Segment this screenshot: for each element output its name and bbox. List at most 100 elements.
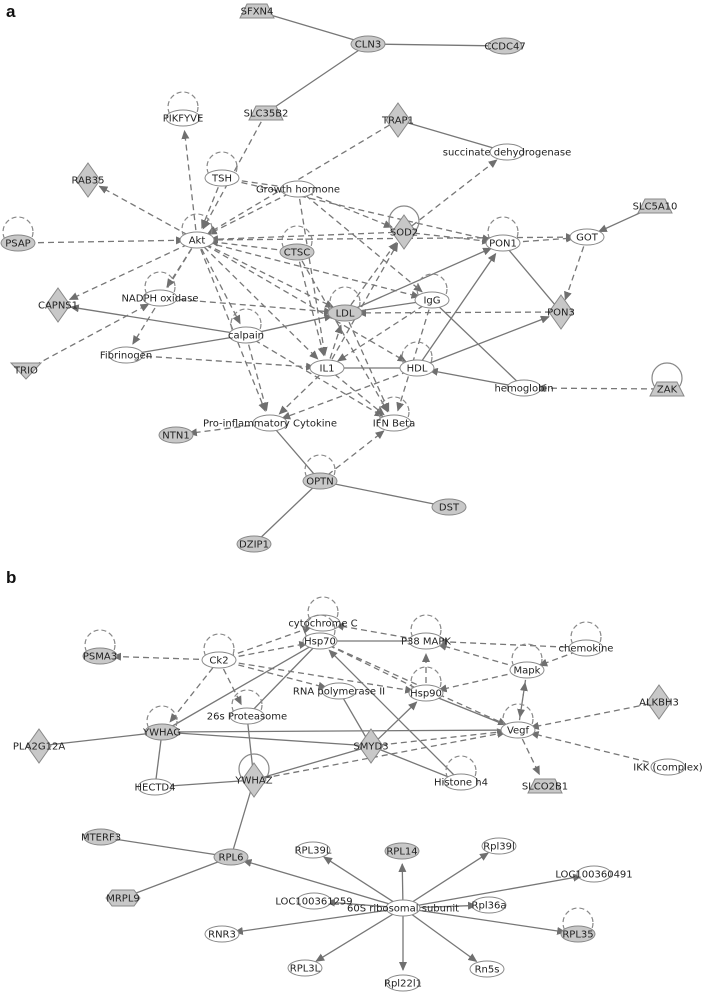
node-pro-inflammatory-cytokine[interactable]: Pro-inflammatory Cytokine [203,414,337,432]
node-pon1[interactable]: PON1 [485,216,521,252]
node-histone-h4[interactable]: Histone h4 [434,755,488,791]
node-ck2[interactable]: Ck2 [201,633,237,669]
node-label: ALKBH3 [639,698,679,709]
edge-60s-ribosomal-subunit-to-rn5s [402,907,478,962]
node-slc5a10[interactable]: SLC5A10 [633,198,678,214]
node-rpl6[interactable]: RPL6 [213,848,249,866]
node-vegf[interactable]: Vegf [500,703,536,739]
node-mterf3[interactable]: MTERF3 [81,828,121,846]
node-ifn-beta[interactable]: IFN Beta [373,396,415,432]
edge-sod2-to-akt [208,231,405,244]
node-slco2b1[interactable]: SLCO2B1 [522,778,568,794]
node-hectd4[interactable]: HECTD4 [135,778,176,796]
edge-cln3-to-slc35b2 [268,43,369,112]
node-alkbh3[interactable]: ALKBH3 [639,684,679,720]
node-chemokine[interactable]: chemokine [559,621,614,657]
node-pla2g12a[interactable]: PLA2G12A [13,728,66,764]
node-mrpl9[interactable]: MRPL9 [105,889,141,907]
node-shape [385,974,421,992]
node-ywhaz[interactable]: YWHAZ [234,753,273,798]
node-ywhag[interactable]: YWHAG [142,705,181,741]
node-rna-polymerase-ii[interactable]: RNA polymerase II [293,682,385,700]
node-smyd3[interactable]: SMYD3 [353,728,389,764]
node-rn5s[interactable]: Rn5s [469,960,505,978]
node-nadph-oxidase[interactable]: NADPH oxidase [121,271,199,307]
node-psma3[interactable]: PSMA3 [82,629,118,665]
node-ldl[interactable]: LDL [327,286,363,322]
node-ctsc[interactable]: CTSC [279,225,315,261]
node-trap1[interactable]: TRAP1 [381,102,414,138]
node-dst[interactable]: DST [431,498,467,516]
node-shape [376,414,412,432]
node-rnr3[interactable]: RNR3 [204,925,240,943]
node-loc100361259[interactable]: LOC100361259 [275,892,353,910]
node-dzip1[interactable]: DZIP1 [236,535,272,553]
node-rpl3l[interactable]: RPL3L [287,959,323,977]
node-succinate-dehydrogenase[interactable]: succinate dehydrogenase [443,143,571,161]
node-rpl39l[interactable]: RPL39L [295,841,332,859]
node-cytochrome-c[interactable]: cytochrome C [288,596,358,632]
node-sfxn4[interactable]: SFXN4 [239,3,275,19]
node-tsh[interactable]: TSH [204,151,240,187]
node-rpl14[interactable]: RPL14 [384,842,420,860]
node-label: 26s Proteasome [207,712,287,723]
node-pikfyve[interactable]: PIKFYVE [163,91,204,127]
node-hsp70[interactable]: Hsp70 [302,614,338,650]
node-ccdc47[interactable]: CCDC47 [484,37,526,55]
self-loop [570,621,602,653]
self-loop [167,91,199,123]
node-ikk-complex[interactable]: IKK (complex) [633,758,703,776]
node-akt[interactable]: Akt [179,213,215,249]
edge-pro-inflammatory-cytokine-to-optn [269,422,318,479]
edge-akt-to-il1 [196,239,319,360]
node-psap[interactable]: PSAP [0,216,36,252]
edge-ldl-to-sod2 [344,241,397,314]
node-pon3[interactable]: PON3 [547,294,575,330]
edge-hsp70-to-hsp90 [319,640,423,692]
edge-igg-to-hemoglobin [431,299,522,386]
self-loop [502,703,534,735]
node-label: YWHAZ [234,776,272,787]
node-capns1[interactable]: CAPNS1 [38,287,78,323]
node-shape [137,778,173,796]
node-rpl35[interactable]: RPL35 [560,907,596,943]
edge-trio-to-nadph-oxidase [25,303,150,371]
node-cln3[interactable]: CLN3 [350,35,386,53]
edge-ldl-to-ifn-beta [344,312,390,413]
node-shape [431,498,467,516]
edge-akt-to-rab35 [98,185,198,241]
node-got[interactable]: GOT [569,228,605,246]
node-label: HDL [407,364,428,375]
node-rpl39l[interactable]: Rpl39l [481,837,517,855]
node-rpl22l1[interactable]: Rpl22l1 [384,974,422,992]
node-calpain[interactable]: calpain [228,308,264,344]
edge-ywhaz-to-smyd3 [253,746,368,781]
node-hsp90[interactable]: Hsp90 [408,666,444,702]
edge-calpain-to-capns1 [69,304,247,336]
node-growth-hormone[interactable]: Growth hormone [256,180,340,198]
node-fibrinogen[interactable]: Fibrinogen [100,346,152,364]
node-label: TSH [211,174,232,185]
node-26s-proteasome[interactable]: 26s Proteasome [207,689,287,725]
node-mapk[interactable]: Mapk [509,643,545,679]
node-slc35b2[interactable]: SLC35B2 [244,105,289,121]
node-rpl36a[interactable]: Rpl36a [471,896,507,914]
node-shape [82,647,118,665]
node-loc100360491[interactable]: LOC100360491 [555,865,633,883]
node-sod2[interactable]: SOD2 [388,205,420,250]
edge-sod2-to-pon1 [403,231,492,245]
node-hdl[interactable]: HDL [399,341,435,377]
node-igg[interactable]: IgG [414,273,450,309]
node-p38-mapk[interactable]: P38 MAPK [401,614,451,650]
node-optn[interactable]: OPTN [302,454,338,490]
node-hemoglobin[interactable]: hemoglobin [494,379,554,397]
node-shape [302,632,338,650]
node-60s-ribosomal-subunit[interactable]: 60S ribosomal subunit [347,899,459,917]
node-rab35[interactable]: RAB35 [72,162,105,198]
node-il1[interactable]: IL1 [309,359,345,377]
node-ntn1[interactable]: NTN1 [158,426,194,444]
node-zak[interactable]: ZAK [649,362,685,397]
node-trio[interactable]: TRIO [9,362,43,380]
node-shape [108,346,144,364]
node-label: IL1 [320,364,335,375]
